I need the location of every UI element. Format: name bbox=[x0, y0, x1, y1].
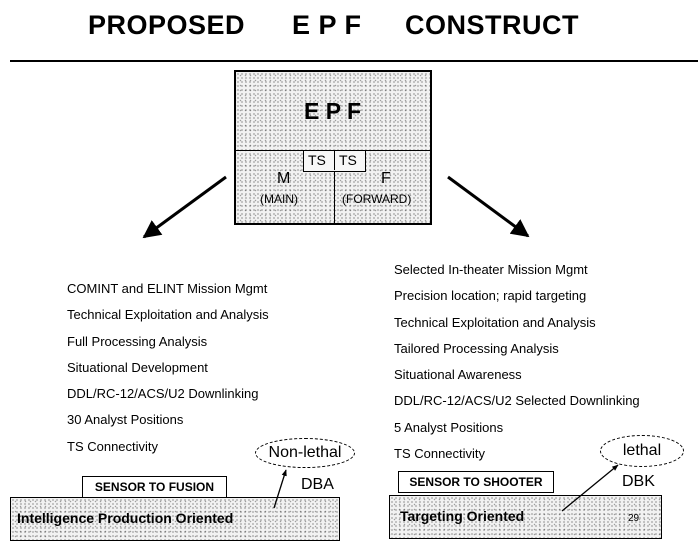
title-divider bbox=[10, 60, 698, 62]
intelligence-production-box: Intelligence Production Oriented bbox=[10, 497, 340, 541]
title-epf: E P F bbox=[292, 10, 362, 40]
main-capability-item: DDL/RC-12/ACS/U2 Downlinking bbox=[67, 386, 259, 402]
title-proposed: PROPOSED bbox=[88, 10, 246, 40]
dba-code: DBA bbox=[301, 476, 334, 493]
main-capability-item: Technical Exploitation and Analysis bbox=[67, 307, 269, 323]
non-lethal-oval: Non-lethal bbox=[255, 438, 355, 468]
forward-capability-item: Situational Awareness bbox=[394, 367, 522, 383]
arrow-to-main bbox=[142, 175, 227, 239]
main-capability-item: Full Processing Analysis bbox=[67, 333, 208, 349]
forward-label: (FORWARD) bbox=[342, 192, 412, 206]
forward-capability-item: TS Connectivity bbox=[394, 446, 486, 462]
main-capability-item: Situational Development bbox=[67, 359, 208, 375]
forward-capability-item: Precision location; rapid targeting bbox=[394, 288, 587, 304]
ts-box: TS TS bbox=[303, 150, 366, 172]
dbk-code: DBK bbox=[622, 473, 655, 490]
arrow-to-non-lethal bbox=[273, 469, 287, 509]
ts-box-divider bbox=[334, 151, 335, 170]
ts-right-label: TS bbox=[339, 152, 357, 168]
ts-left-label: TS bbox=[308, 152, 326, 168]
lethal-oval: lethal bbox=[600, 435, 684, 467]
main-capability-item: 30 Analyst Positions bbox=[67, 412, 184, 428]
epf-vertical-divider bbox=[334, 150, 335, 223]
main-label: (MAIN) bbox=[260, 192, 298, 206]
page-number: 29 bbox=[628, 513, 640, 524]
forward-capability-item: DDL/RC-12/ACS/U2 Selected Downlinking bbox=[394, 393, 640, 409]
forward-capability-item: Tailored Processing Analysis bbox=[394, 340, 559, 356]
sensor-to-fusion-tag: SENSOR TO FUSION bbox=[82, 476, 227, 498]
epf-label: E P F bbox=[304, 98, 362, 124]
forward-capability-item: Technical Exploitation and Analysis bbox=[394, 314, 596, 330]
main-capability-item: TS Connectivity bbox=[67, 438, 159, 454]
epf-box: E P F TS TS M (MAIN) F (FORWARD) bbox=[234, 70, 432, 225]
forward-capability-item: 5 Analyst Positions bbox=[394, 419, 504, 435]
main-letter: M bbox=[277, 170, 291, 187]
intelligence-production-label: Intelligence Production Oriented bbox=[17, 510, 234, 526]
targeting-oriented-label: Targeting Oriented bbox=[400, 508, 525, 524]
main-capability-item: COMINT and ELINT Mission Mgmt bbox=[67, 281, 268, 296]
forward-letter: F bbox=[381, 170, 391, 187]
title-construct: CONSTRUCT bbox=[405, 10, 579, 40]
page-title: PROPOSED E P F CONSTRUCT bbox=[0, 8, 698, 44]
arrow-to-lethal bbox=[561, 464, 619, 512]
arrow-to-forward bbox=[447, 175, 530, 238]
forward-capability-item: Selected In-theater Mission Mgmt bbox=[394, 262, 588, 277]
targeting-oriented-box: Targeting Oriented bbox=[389, 495, 662, 539]
sensor-to-shooter-tag: SENSOR TO SHOOTER bbox=[398, 471, 554, 493]
